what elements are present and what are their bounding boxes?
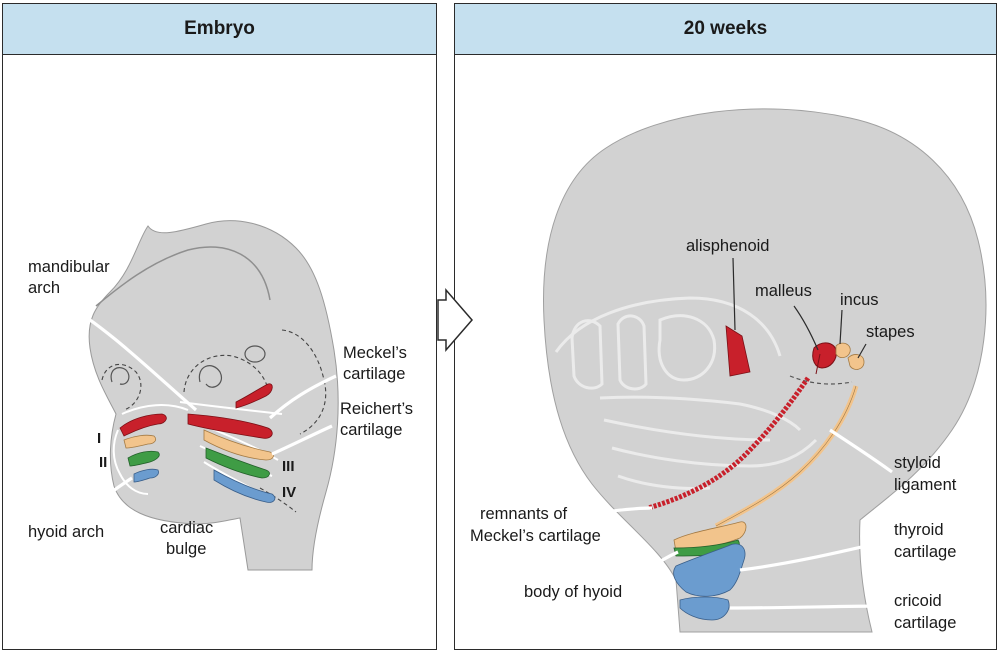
fetal-labels: alisphenoid malleus incus stapes styloid… (470, 237, 957, 632)
embryo-figure (59, 220, 339, 571)
label-arch-ii: II (99, 454, 107, 471)
label-stapes: stapes (866, 323, 915, 341)
embryo-body (88, 220, 339, 571)
right-arrow-outline-icon (437, 287, 473, 353)
reicherts-cartilage-embryo (203, 429, 274, 461)
label-reicherts-cartilage-line2: cartilage (340, 421, 402, 439)
label-mandibular-arch-line1: mandibular (28, 258, 110, 276)
stapes-bone (847, 354, 865, 370)
label-remnants-line1: remnants of (480, 505, 568, 523)
label-mandibular-arch-line2: arch (28, 279, 60, 297)
label-meckels-cartilage-line1: Meckel’s (343, 344, 407, 362)
meckels-remnant-line (647, 376, 811, 511)
label-alisphenoid: alisphenoid (686, 237, 769, 255)
fetal-head-outline (543, 108, 987, 633)
label-arch-iii: III (282, 458, 295, 475)
label-thyroid-cartilage-line1: thyroid (894, 521, 944, 539)
embryo-panel: Embryo (2, 3, 437, 650)
embryo-labels: mandibular arch Meckel’s cartilage Reich… (28, 258, 413, 558)
label-arch-iv: IV (282, 484, 296, 501)
label-cricoid-cartilage-line1: cricoid (894, 592, 942, 610)
alisphenoid-bone (725, 325, 751, 377)
label-cardiac-bulge-line1: cardiac (160, 519, 213, 537)
label-cardiac-bulge-line2: bulge (166, 540, 206, 558)
label-meckels-cartilage-line2: cartilage (343, 365, 405, 383)
label-malleus: malleus (755, 282, 812, 300)
fetal-head-figure (543, 108, 987, 633)
label-remnants-line2: Meckel’s cartilage (470, 527, 601, 545)
label-thyroid-cartilage-line2: cartilage (894, 543, 956, 561)
label-hyoid-arch: hyoid arch (28, 523, 104, 541)
label-body-of-hyoid: body of hyoid (524, 583, 622, 601)
label-reicherts-cartilage-line1: Reichert’s (340, 400, 413, 418)
embryo-panel-title: Embryo (3, 4, 436, 55)
label-incus: incus (840, 291, 879, 309)
twenty-weeks-panel-title: 20 weeks (455, 4, 996, 55)
malleus-bone (812, 342, 837, 375)
incus-bone (835, 342, 851, 358)
label-styloid-ligament-line2: ligament (894, 476, 957, 494)
thyroid-cartilage-shape (673, 543, 746, 597)
cricoid-cartilage-shape (679, 596, 730, 621)
meckels-cartilage-embryo (187, 413, 273, 439)
label-arch-i: I (97, 430, 101, 447)
label-cricoid-cartilage-line2: cartilage (894, 614, 956, 632)
label-styloid-ligament-line1: styloid (894, 454, 941, 472)
maxillary-cartilage-red (235, 383, 273, 409)
